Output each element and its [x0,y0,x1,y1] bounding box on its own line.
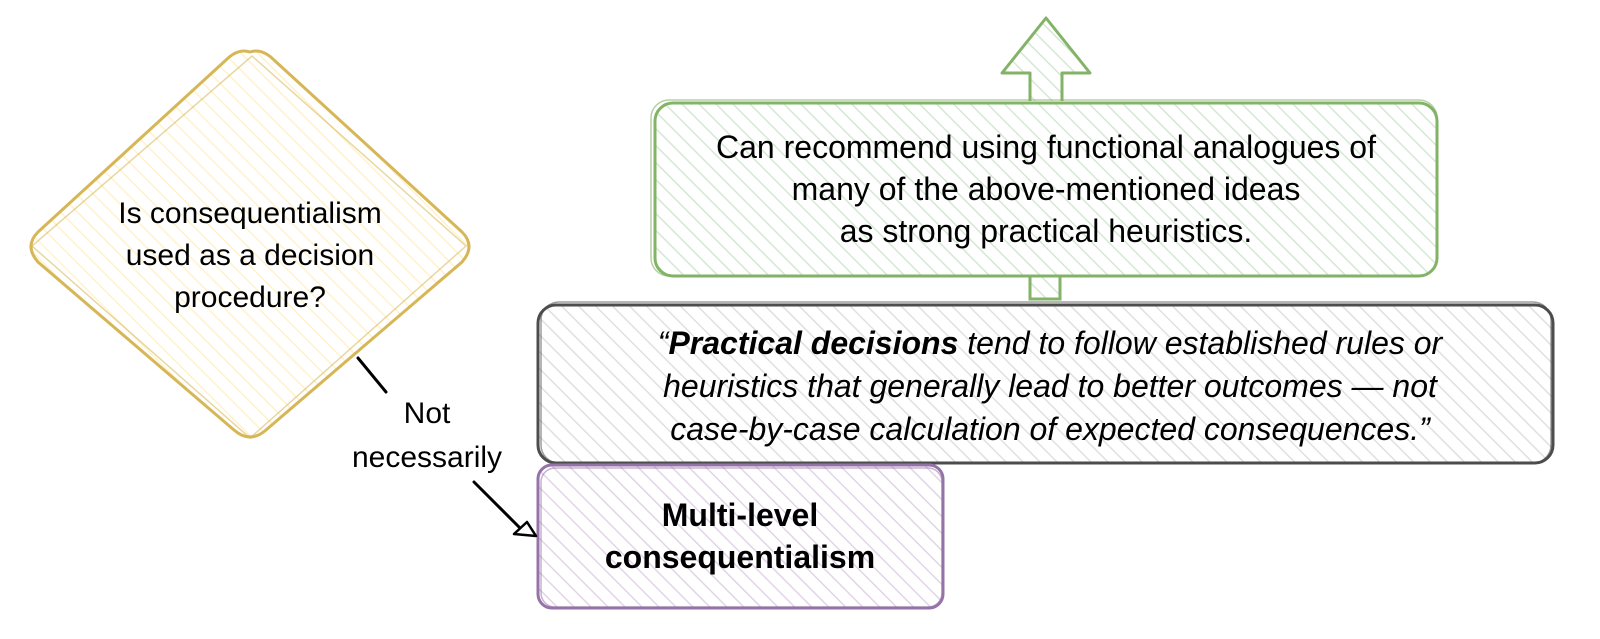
outcome-label: Can recommend using functional analogues… [666,126,1426,252]
quote-label-line-2: heuristics that generally lead to better… [663,368,1437,404]
quote-label: “Practical decisions tend to follow esta… [555,322,1545,451]
outcome-label-line-3: as strong practical heuristics. [839,213,1253,249]
quote-open-mark: “ [657,325,669,361]
quote-label-line-1: “Practical decisions tend to follow esta… [555,322,1545,365]
outcome-label-line-2: many of the above-mentioned ideas [791,171,1301,207]
quote-label-line-3: case-by-case calculation of expected con… [670,411,1430,447]
category-label-line-2: consequentialism [604,539,876,575]
category-box [536,463,945,610]
connector-stem [1028,276,1062,301]
decision-label-line-3: procedure? [174,281,326,314]
category-label-line-1: Multi-level [661,497,819,533]
edge-label: Not necessarily [322,392,532,480]
decision-diamond [29,49,471,440]
edge-label-line-2: necessarily [351,441,503,474]
outcome-label-line-1: Can recommend using functional analogues… [716,129,1376,165]
quote-line-1-rest: tend to follow established rules or [958,325,1443,361]
category-label: Multi-level consequentialism [550,494,930,578]
up-arrow-icon [1000,16,1092,101]
decision-label-line-1: Is consequentialism [118,197,382,230]
quote-box [536,301,1555,465]
edge-label-line-1: Not [403,397,451,430]
decision-label-line-2: used as a decision [125,239,375,272]
quote-emphasis: Practical decisions [668,325,959,361]
decision-label: Is consequentialism used as a decision p… [70,193,430,319]
arrowhead-icon [512,520,538,538]
outcome-box [650,99,1439,278]
decision-edge [356,356,538,538]
